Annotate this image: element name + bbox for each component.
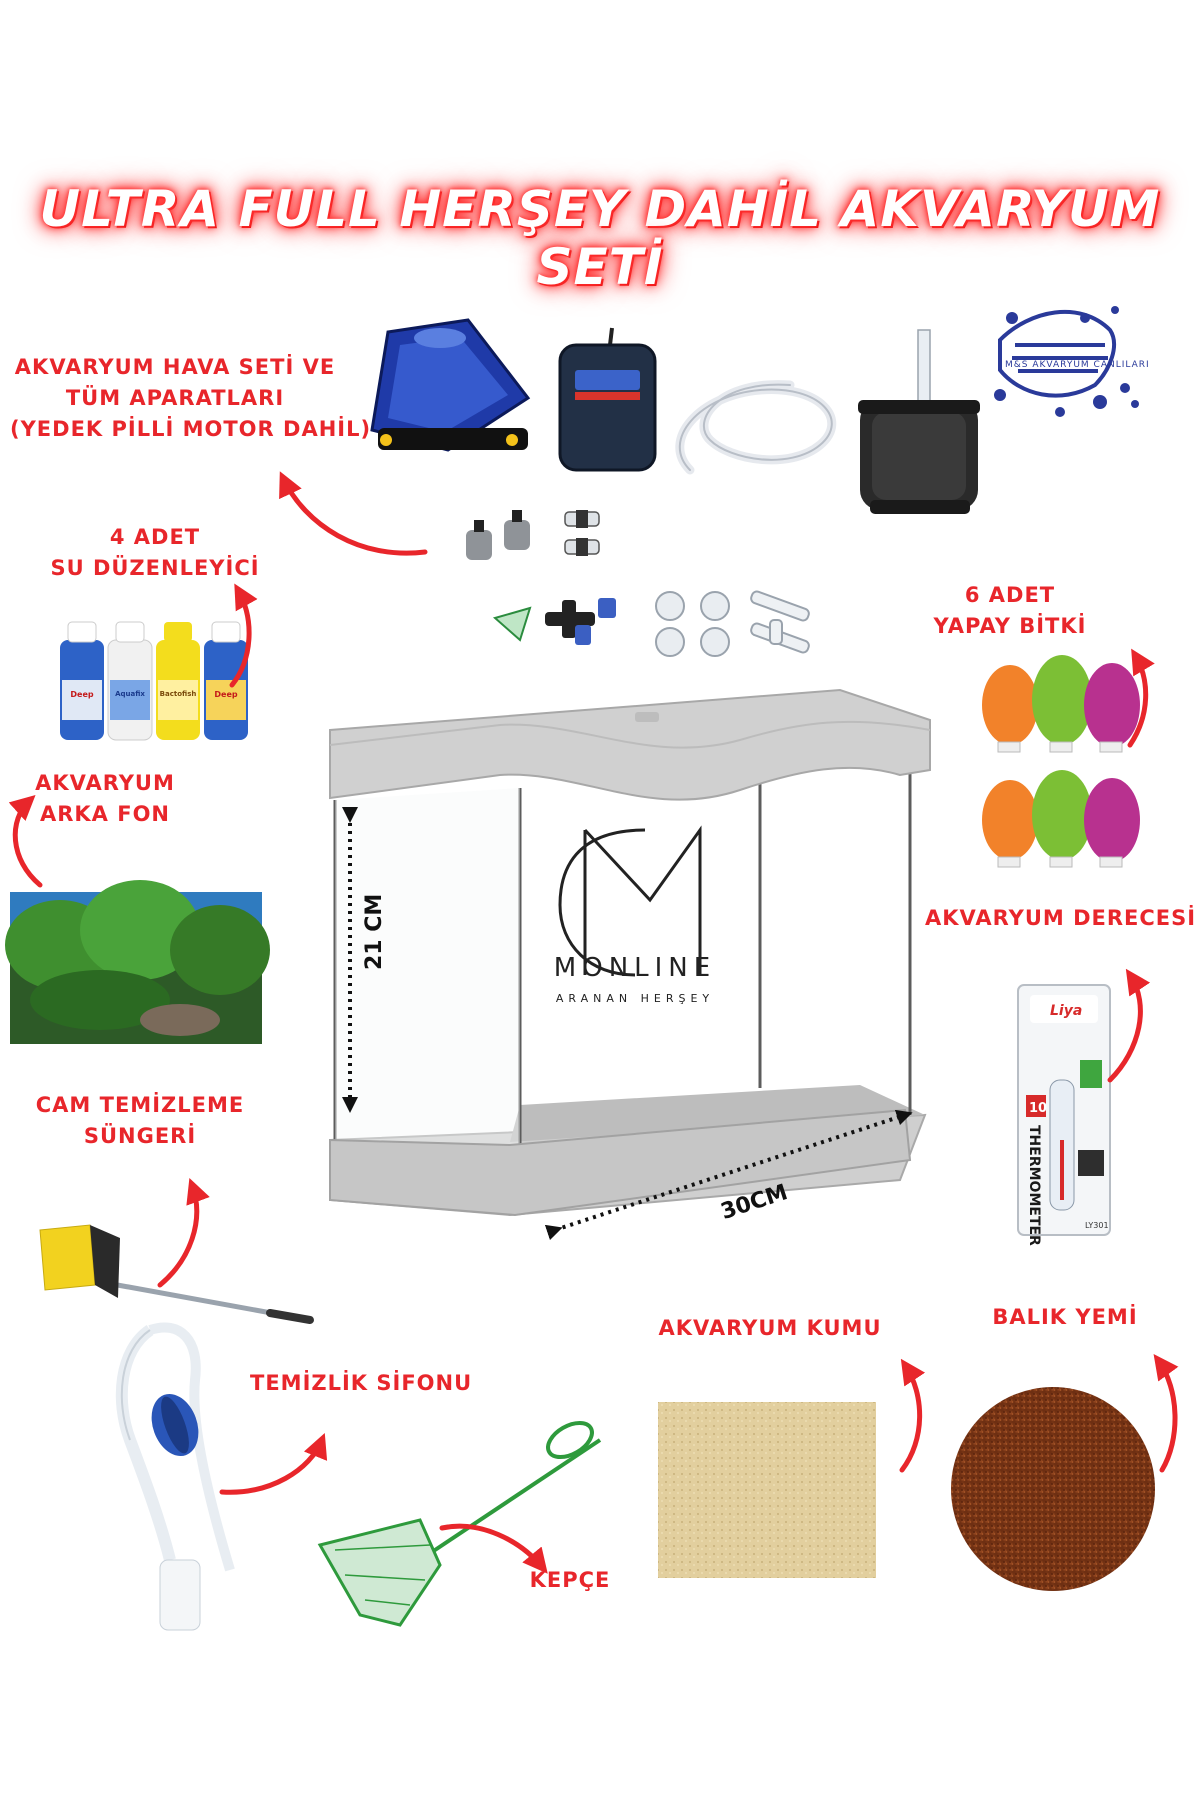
fish-food-circle [951,1387,1155,1591]
valve-taps [545,598,616,645]
glass-sponge-label: CAM TEMİZLEME SÜNGERİ [35,1093,245,1148]
sponge-filter [858,329,980,514]
check-valves [564,510,600,556]
air-set-label: AKVARYUM HAVA SETİ VE TÜM APARATLARI (YE… [10,355,372,441]
fishing-net [317,1420,602,1627]
air-tubing [675,380,837,475]
glass-cleaning-sponge [39,1224,314,1324]
bottle-label-4: Deep [214,690,238,699]
background-label: AKVARYUM ARKA FON [35,771,175,826]
conditioner-label: 4 ADET SU DÜZENLEYİCİ [50,525,260,580]
thermometer-number: 10 [1029,1101,1047,1116]
bottle-label-3: Bactofish [159,690,197,698]
brand-name: MONLINE [553,953,717,983]
ms-logo-text: M&S AKVARYUM CANLILARI [1005,360,1150,370]
height-dimension-label: 21 CM [362,893,387,970]
ms-fish-logo-icon [994,306,1139,417]
background-poster [5,880,270,1044]
thermometer-label: AKVARYUM DERECESİ [925,906,1197,930]
tube-connectors [750,590,810,654]
pointer-arrows [8,471,1179,1574]
mini-net [492,606,532,642]
thermometer-card [1017,984,1111,1236]
thermometer-word: THERMOMETER [1026,1125,1042,1246]
bottle-label-2: Aquafix [115,690,145,698]
brand-tagline: ARANAN HERŞEY [555,992,715,1005]
bottle-label-1: Deep [70,690,94,699]
aquarium-sand-swatch [658,1402,876,1578]
battery-air-pump [558,327,657,472]
suction-cups [655,591,730,657]
artificial-plants [982,655,1140,868]
blue-air-pump [370,318,531,452]
cleaning-siphon [115,1322,235,1631]
water-conditioner-bottles [60,621,248,741]
air-stones [466,510,530,560]
siphon-label: TEMİZLİK SİFONU [250,1371,473,1395]
monline-logo-icon [558,825,702,977]
thermometer-brand: Liya [1050,1003,1082,1019]
food-label: BALIK YEMİ [992,1305,1138,1329]
page-title: ULTRA FULL HERŞEY DAHİL AKVARYUM SETİ [39,180,1161,296]
thermometer-model: LY301 [1085,1221,1109,1230]
plants-label: 6 ADET YAPAY BİTKİ [933,583,1087,638]
sand-label: AKVARYUM KUMU [658,1316,882,1340]
width-dimension [544,1109,913,1241]
